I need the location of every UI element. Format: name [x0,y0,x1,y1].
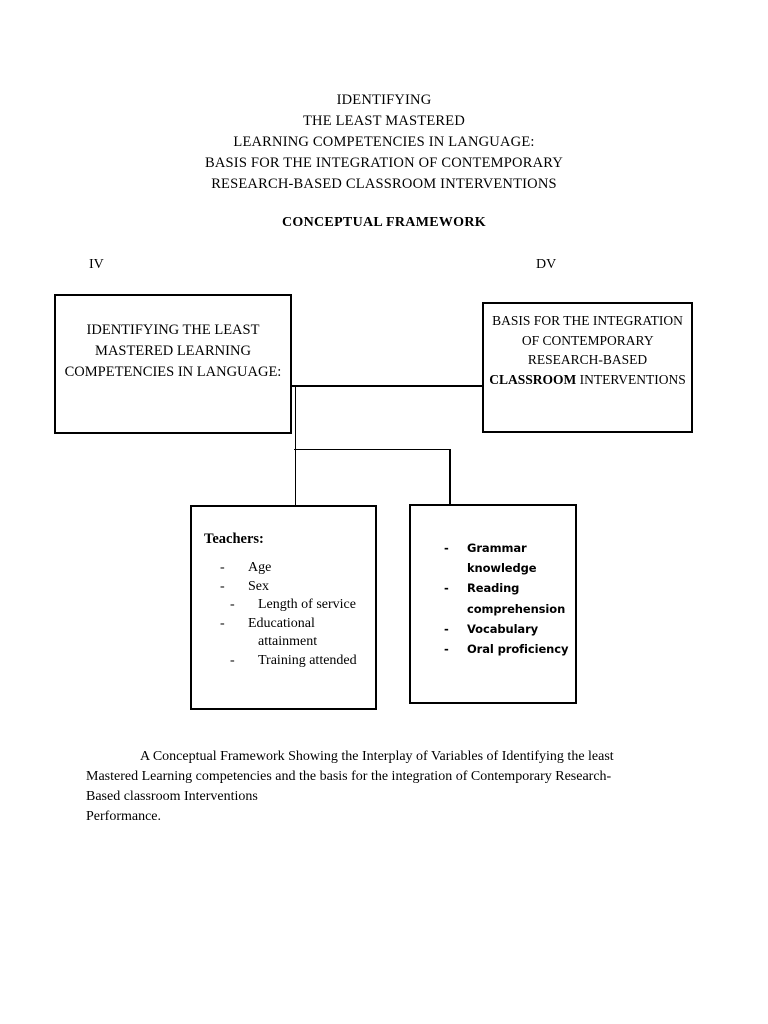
list-item: - Length of service [192,596,375,615]
title-line-3: LEARNING COMPETENCIES IN LANGUAGE: [233,134,535,150]
bullet-dash-icon: - [220,560,225,575]
caption-line-2: Mastered Learning competencies and the b… [86,769,612,784]
bullet-dash-icon: - [230,652,235,668]
bullet-dash-icon: - [220,578,225,594]
dv-line-4: RESEARCH-BASED [527,352,648,367]
iv-line-3: LEARNING COMPETENCIES [64,343,251,380]
list-item: - Reading [411,578,575,598]
bullet-dash-icon: - [444,642,449,657]
title-line-1: IDENTIFYING [336,92,432,108]
outcomes-box: - Grammar knowledge - Reading comprehensio… [409,504,577,704]
teachers-heading: Teachers: [204,531,264,547]
label-independent-variable: IV [89,257,104,272]
iv-line-4: IN LANGUAGE: [177,364,282,380]
list-item: - Educational [192,615,375,634]
list-item-label: Educational [248,615,315,631]
page-title: IDENTIFYING THE LEAST MASTERED LEARNING … [0,90,768,195]
list-item-label: Training attended [258,652,357,668]
bullet-dash-icon: - [444,541,449,555]
iv-line-1: IDENTIFYING [86,322,180,338]
iv-line-2: THE LEAST MASTERED [95,322,260,359]
connector-vertical-left [294,448,297,506]
list-item-label: Sex [248,578,269,594]
dv-line-3: CONTEMPORARY [542,332,654,348]
dv-line-2: INTEGRATION OF [521,313,683,348]
connector-horizontal-lower [294,448,451,451]
dv-line-6: INTERVENTIONS [579,371,686,387]
connector-vertical-right [449,448,451,505]
list-item-continuation: comprehension [467,601,566,616]
bullet-dash-icon: - [444,581,449,596]
connector-horizontal-main [292,385,484,387]
section-heading: CONCEPTUAL FRAMEWORK [282,215,486,230]
teachers-list: -Age -Sex -Length of service -Educationa… [192,559,375,671]
list-item: - Vocabulary [411,619,575,639]
bullet-dash-icon: - [230,597,235,613]
list-item-continuation: knowledge [467,561,537,576]
list-item-continuation: attainment [258,634,318,650]
dv-box-text: BASIS FOR THE INTEGRATION OF CONTEMPORAR… [484,311,691,389]
iv-box-text: IDENTIFYING THE LEAST MASTERED LEARNING … [56,320,290,383]
list-item: - Training attended [192,652,375,671]
list-item-label: Reading [467,581,520,596]
title-line-5: RESEARCH-BASED CLASSROOM INTERVENTIONS [211,176,557,192]
iv-box: IDENTIFYING THE LEAST MASTERED LEARNING … [54,294,292,434]
figure-caption: A Conceptual Framework Showing the Inter… [86,747,672,827]
dv-line-5: CLASSROOM [489,371,577,387]
caption-line-3: Based classroom Interventions [86,789,258,804]
list-item-label: Length of service [258,597,356,613]
list-item: - Age [192,559,375,578]
list-item: - Grammar [411,538,575,558]
caption-line-1: A Conceptual Framework Showing the Inter… [140,749,614,764]
outcomes-list: - Grammar knowledge - Reading comprehensio… [411,538,575,659]
bullet-dash-icon: - [444,621,449,636]
list-item-label: Oral proficiency [467,642,569,657]
list-item-label: Age [248,560,272,575]
list-item: - Oral proficiency [411,639,575,659]
caption-line-4: Performance. [86,809,162,824]
list-item-label: Vocabulary [467,621,539,636]
title-line-2: THE LEAST MASTERED [302,113,466,129]
dv-line-1: BASIS FOR THE [492,313,590,328]
label-dependent-variable: DV [536,257,557,272]
teachers-box: Teachers: -Age -Sex -Length of service -… [190,505,377,710]
list-item: - Sex [192,578,375,597]
title-line-4: BASIS FOR THE INTEGRATION OF CONTEMPORAR… [205,155,563,171]
dv-box: BASIS FOR THE INTEGRATION OF CONTEMPORAR… [482,302,693,433]
list-item-label: Grammar [467,541,527,555]
bullet-dash-icon: - [220,615,225,631]
connector-vertical-main [294,385,297,450]
